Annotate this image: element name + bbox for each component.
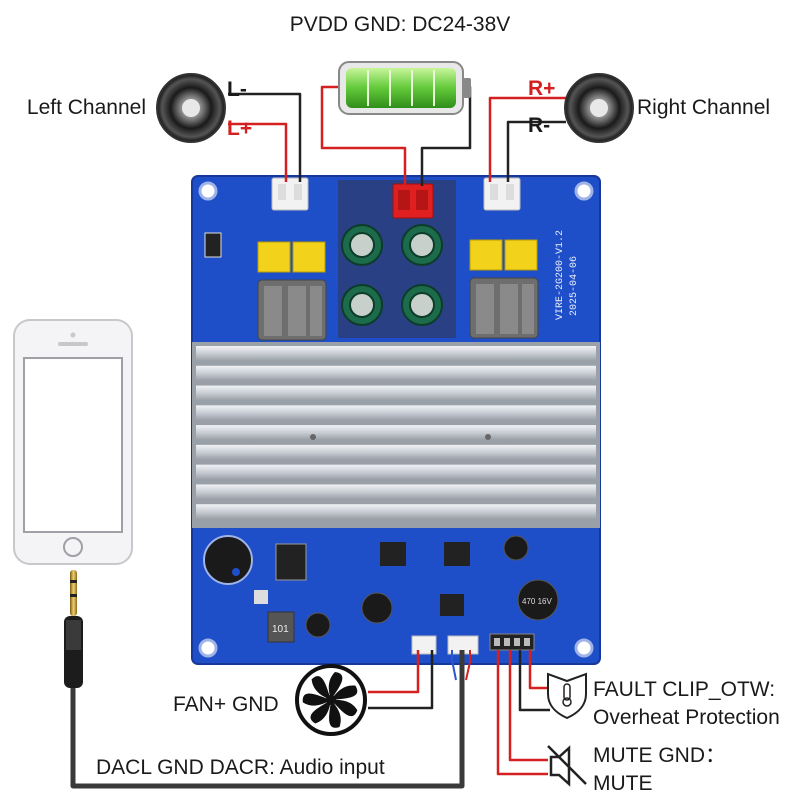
voltage-regulator <box>275 543 307 581</box>
heatsink-fin <box>196 365 596 381</box>
heatsink <box>192 342 600 528</box>
heatsink-fin <box>196 444 596 460</box>
op-amp-2 <box>444 542 470 566</box>
capacitor-220 <box>361 592 393 624</box>
board-version-text: VIRE-2G200-V1.2 2025-04-06 <box>555 230 580 320</box>
fan-blade <box>311 676 331 700</box>
wire-power-pos <box>320 85 407 186</box>
right-speaker-icon <box>564 73 634 143</box>
mute-label-line1: MUTE GND： <box>593 744 726 767</box>
power-connector <box>392 183 434 219</box>
fan-blade <box>302 693 331 706</box>
wire-fault-gnd <box>518 650 550 712</box>
film-capacitors-left <box>257 241 326 273</box>
right-neg-label: R- <box>528 114 550 137</box>
wire-fan-gnd <box>368 650 434 710</box>
heatsink-fin <box>196 346 596 361</box>
smd-component <box>204 232 222 258</box>
mounting-holes <box>198 181 594 658</box>
audio-wire-r <box>465 650 471 681</box>
wire-left-neg <box>228 92 302 182</box>
fault-label-line1: FAULT CLIP_OTW: <box>593 678 775 701</box>
wires <box>70 85 566 789</box>
heatsink-fin <box>196 425 596 440</box>
capacitor-220b <box>503 535 529 561</box>
fan-blade <box>331 699 358 717</box>
wire-mute <box>508 650 548 762</box>
mute-label-line2: MUTE <box>593 772 653 795</box>
wire-right-pos <box>488 96 566 182</box>
fan-blade <box>310 699 331 724</box>
heatsink-fin <box>196 484 596 500</box>
inductors-left <box>257 279 327 341</box>
audio-wire-l <box>451 650 457 681</box>
fan-blade <box>331 685 358 700</box>
power-label: PVDD GND: DC24-38V <box>290 13 511 36</box>
audio-cable <box>70 650 465 789</box>
audio-jack-plug <box>64 570 83 688</box>
signal-header <box>489 633 535 651</box>
wire-right-neg <box>506 120 566 182</box>
electrolytic-capacitors <box>341 224 443 326</box>
op-amp-3 <box>440 594 464 616</box>
left-neg-label: L- <box>227 78 247 101</box>
board-date: 2025-04-06 <box>569 256 580 316</box>
wire-mute-gnd <box>496 650 548 776</box>
fan-blade <box>328 672 343 700</box>
inductors-right <box>469 277 539 339</box>
fan-label: FAN+ GND <box>173 693 279 716</box>
op-amp-1 <box>380 542 406 566</box>
right-channel-label: Right Channel <box>637 96 770 119</box>
heatsink-fin <box>196 385 596 401</box>
audio-input-label: DACL GND DACR: Audio input <box>96 756 385 779</box>
left-speaker-connector <box>271 177 309 211</box>
capacitor-small <box>305 612 331 638</box>
thermometer-shield-icon <box>547 672 587 720</box>
fan-connector <box>411 635 437 655</box>
inductor-101-label: 101 <box>272 624 289 635</box>
wire-fan-pos <box>368 650 420 694</box>
wire-fault-clip <box>528 650 550 690</box>
right-pos-label: R+ <box>528 77 555 100</box>
mute-speaker-icon <box>547 745 587 787</box>
left-speaker-icon <box>156 73 226 143</box>
right-speaker-connector <box>483 177 521 211</box>
bottom-components: 101 470 16V <box>203 535 559 655</box>
fan-icon <box>295 664 367 736</box>
capacitor-470-label: 470 16V <box>522 597 552 606</box>
capacitor-470 <box>517 579 559 621</box>
heatsink-fin <box>196 504 596 519</box>
buzzer <box>203 535 253 585</box>
left-channel-label: Left Channel <box>27 96 146 119</box>
fan-blade <box>329 700 341 728</box>
amplifier-board: VIRE-2G200-V1.2 2025-04-06 101 470 16V <box>191 175 601 665</box>
fault-label-line2: Overheat Protection <box>593 706 780 729</box>
film-capacitors-right <box>469 239 538 271</box>
battery-icon <box>338 61 471 115</box>
board-version: VIRE-2G200-V1.2 <box>555 230 566 320</box>
heatsink-fin <box>196 464 596 480</box>
inductor-101 <box>267 611 295 643</box>
heatsink-fin <box>196 405 596 421</box>
left-pos-label: L+ <box>227 117 252 140</box>
wire-left-pos <box>228 122 288 182</box>
smartphone-icon <box>13 319 133 565</box>
